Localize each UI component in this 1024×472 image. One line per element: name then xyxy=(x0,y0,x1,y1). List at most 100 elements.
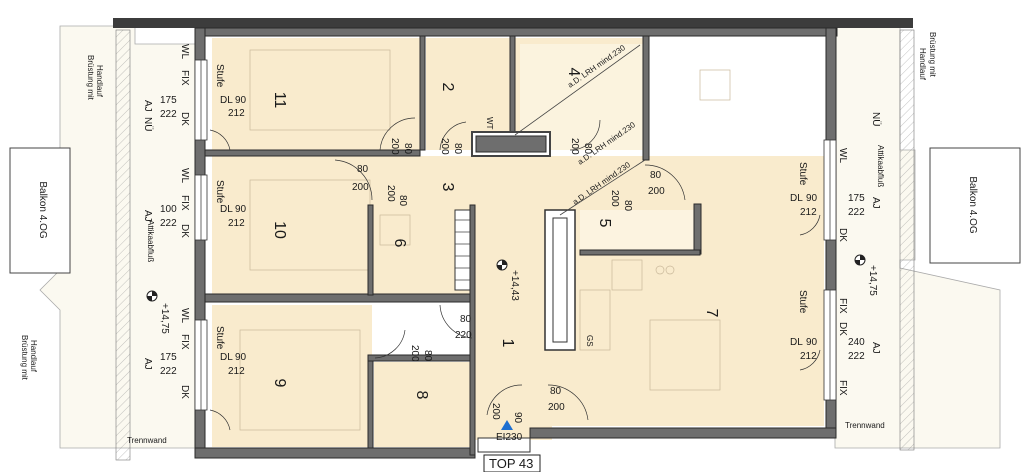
room-numbers: 11 2 4 3 5 6 10 7 1 9 8 xyxy=(271,68,720,400)
plan-label: +14,43 xyxy=(509,270,520,301)
terrace-left xyxy=(39,25,201,461)
plan-label: +14,75 xyxy=(159,303,170,334)
room-10-label: 10 xyxy=(271,221,288,239)
plan-label: 90 xyxy=(806,193,818,204)
room-1-label: 1 xyxy=(499,339,516,348)
room-6-label: 6 xyxy=(391,239,408,248)
plan-label: 80 xyxy=(550,386,562,397)
plan-label: FIX xyxy=(179,334,190,350)
walls xyxy=(113,18,913,459)
plan-label: 80 xyxy=(650,170,662,181)
plan-label: DL xyxy=(790,193,803,204)
plan-label: DL xyxy=(790,337,803,348)
unit-label: TOP 43 xyxy=(489,456,533,471)
plan-label: 222 xyxy=(160,109,177,120)
windows-left xyxy=(194,59,208,411)
room-8-label: 8 xyxy=(413,391,430,400)
plan-label: DK xyxy=(179,112,190,126)
plan-label: Attikaabfluß xyxy=(146,220,155,262)
plan-label: AJ xyxy=(142,358,153,370)
plan-label: 80 xyxy=(460,314,472,325)
plan-label: 100 xyxy=(160,204,177,215)
room-2-label: 2 xyxy=(439,83,456,92)
plan-label: Brüstung mit xyxy=(20,335,29,381)
plan-label: 222 xyxy=(160,218,177,229)
room-3-label: 3 xyxy=(439,183,456,192)
plan-label: 90 xyxy=(806,337,818,348)
plan-label: Balkon 4.OG xyxy=(37,181,48,238)
plan-label: WL xyxy=(179,168,190,183)
plan-label: 212 xyxy=(800,207,817,218)
plan-label: Handlauf xyxy=(95,65,104,98)
plan-label: Stufe xyxy=(797,290,808,314)
window-labels-left: WL FIX DK Stufe DL 90 212 175 222 AJ NÜ … xyxy=(142,44,247,399)
plan-label: DL xyxy=(220,95,233,106)
plan-label: 175 xyxy=(848,193,865,204)
door-swings xyxy=(209,117,821,431)
plan-label: 200 xyxy=(352,182,369,193)
plan-label: 80 xyxy=(422,350,433,362)
plan-label: DK xyxy=(837,228,848,242)
balcony-right: Balkon 4.OG xyxy=(929,147,1021,264)
plan-label: 200 xyxy=(569,138,580,155)
plan-label: FIX xyxy=(179,195,190,211)
plan-label: 175 xyxy=(160,95,177,106)
plan-label: 200 xyxy=(389,138,400,155)
door-labels: 200 80 200 80 200 80 80 200 200 80 80 20… xyxy=(352,138,665,424)
balcony-left: Balkon 4.OG xyxy=(9,147,71,274)
plan-label: WL xyxy=(179,308,190,323)
plan-label: 200 xyxy=(490,403,501,420)
plan-label: 200 xyxy=(409,345,420,362)
room-11-label: 11 xyxy=(271,92,288,109)
door-fire-label: EI230 xyxy=(496,432,523,443)
plan-label: 80 xyxy=(397,195,408,207)
plan-label: 200 xyxy=(385,185,396,202)
plan-label: DK xyxy=(179,385,190,399)
plan-label: FIX xyxy=(179,70,190,86)
plan-label: 200 xyxy=(439,138,450,155)
plan-label: 90 xyxy=(235,352,247,363)
plan-label: Handlauf xyxy=(29,340,38,373)
plan-label: Stufe xyxy=(214,64,225,88)
plan-label: NÜ xyxy=(142,117,154,131)
elevation-marker-center: +14,43 xyxy=(496,259,520,301)
plan-label: Stufe xyxy=(214,180,225,204)
terrace-right xyxy=(834,23,1001,451)
plan-label: DK xyxy=(837,322,848,336)
plan-label: FIX xyxy=(837,298,848,314)
plan-label: 200 xyxy=(609,190,620,207)
plan-label: Handlauf xyxy=(918,48,927,81)
plan-label: WL xyxy=(179,44,190,59)
plan-label: 212 xyxy=(228,218,245,229)
windows-right xyxy=(823,139,837,401)
plan-label: Stufe xyxy=(797,162,808,186)
plan-label: 212 xyxy=(800,351,817,362)
plan-label: NÜ xyxy=(870,112,882,126)
plan-label: 222 xyxy=(160,366,177,377)
elevation-marker-left: +14,75 xyxy=(146,290,170,334)
plan-label: WL xyxy=(837,148,848,163)
plan-label: 222 xyxy=(848,207,865,218)
room-4-label: 4 xyxy=(565,68,582,77)
plan-label: AJ xyxy=(142,100,153,112)
room-9-label: 9 xyxy=(271,379,288,388)
plan-label: DL xyxy=(220,204,233,215)
plan-label: 200 xyxy=(548,402,565,413)
plan-label: 212 xyxy=(228,108,245,119)
plan-label: AJ xyxy=(142,210,153,222)
plan-label: DL xyxy=(220,352,233,363)
plan-label: 90 xyxy=(235,95,247,106)
plan-label: 90 xyxy=(512,412,523,424)
plan-label: Brüstung mit xyxy=(928,32,937,78)
plan-label: 175 xyxy=(160,352,177,363)
kitchen-gs-label: GS xyxy=(585,335,594,347)
plan-label: 80 xyxy=(402,143,413,155)
plan-label: Balkon 4.OG xyxy=(967,176,978,233)
plan-label: 90 xyxy=(235,204,247,215)
bath-wt-label: WT xyxy=(485,117,494,130)
plan-label: 80 xyxy=(357,164,369,175)
plan-label: Stufe xyxy=(214,326,225,350)
plan-label: 212 xyxy=(228,366,245,377)
plan-label: 222 xyxy=(848,351,865,362)
